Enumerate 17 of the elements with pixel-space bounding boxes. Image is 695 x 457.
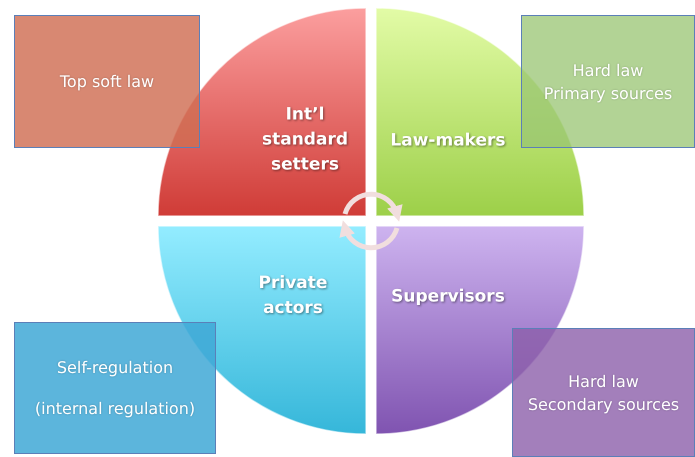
box-text: Hard law bbox=[572, 60, 644, 82]
box-text: Hard law bbox=[568, 370, 639, 392]
quadrant-label: Private actors bbox=[258, 272, 328, 320]
curved-arrow bbox=[342, 192, 402, 222]
box-text: Primary sources bbox=[544, 82, 672, 104]
quadrant-label: Law-makers bbox=[389, 130, 507, 152]
box-text: Self-regulation bbox=[56, 357, 174, 379]
box-text: Secondary sources bbox=[528, 394, 680, 416]
box-text: (internal regulation) bbox=[34, 398, 196, 420]
quadrant-label: Supervisors bbox=[390, 286, 506, 308]
text-box bbox=[521, 15, 695, 148]
text-box bbox=[14, 15, 200, 148]
text-box bbox=[14, 322, 216, 454]
quadrant-label: Int’l standard setters bbox=[260, 104, 349, 176]
text-box bbox=[512, 328, 695, 457]
curved-arrow bbox=[340, 220, 400, 250]
box-text: Top soft law bbox=[60, 71, 154, 93]
